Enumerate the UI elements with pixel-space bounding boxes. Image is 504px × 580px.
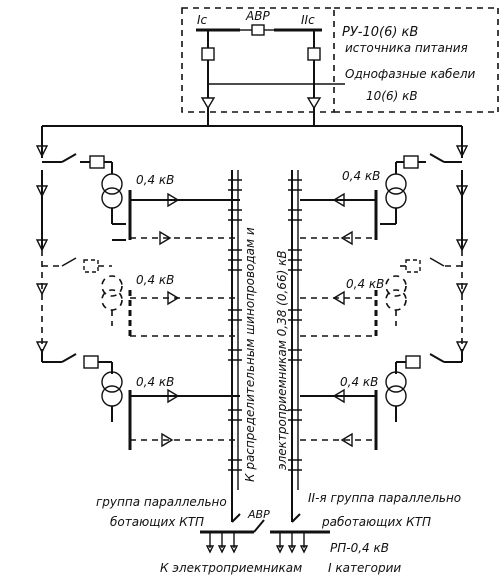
ru-label: РУ-10(6) кВ: [342, 25, 418, 40]
vertical-label-left: К распределительным шинопроводам и: [243, 227, 257, 482]
rp-04-section: [200, 490, 330, 554]
group2-line1: II-я группа параллельно: [308, 491, 461, 505]
footer-right: I категории: [328, 561, 401, 575]
group2-line2: работающих КТП: [321, 515, 431, 529]
voltage-left-3: 0,4 кВ: [136, 375, 174, 389]
voltage-left-2: 0,4 кВ: [136, 273, 174, 287]
cables-label: Однофазные кабели: [345, 67, 475, 81]
ktp-left-1: [42, 153, 240, 246]
avr-top-label: АВР: [245, 9, 270, 23]
ktp-left-2: [42, 257, 240, 340]
section-1-label: Iс: [197, 13, 208, 27]
ktp-left-3: [42, 353, 240, 450]
ktp-right-3: [300, 353, 462, 450]
ktp-right-2: [300, 257, 462, 340]
footer-left: К электроприемникам: [160, 561, 302, 575]
rp-label: РП-0,4 кВ: [330, 541, 389, 555]
section-2-label: IIс: [301, 13, 315, 27]
ring-cable: [35, 125, 469, 362]
ru-enclosure: [181, 7, 499, 113]
group1-line2: ботающих КТП: [110, 515, 204, 529]
ru-busbars: [196, 24, 345, 126]
source-label: источника питания: [345, 41, 468, 55]
vertical-label-right: электроприемникам 0,38 (0,66) кВ: [275, 250, 289, 470]
central-feeders: [228, 170, 302, 490]
voltage-right-3: 0,4 кВ: [340, 375, 378, 389]
voltage-right-1: 0,4 кВ: [342, 169, 380, 183]
cable-voltage-label: 10(6) кВ: [366, 89, 418, 103]
avr-bottom-label: АВР: [247, 508, 270, 521]
voltage-right-2: 0,4 кВ: [346, 277, 384, 291]
ktp-right-1: [300, 153, 462, 246]
avr-top-breaker: [251, 24, 265, 36]
group1-line1: группа параллельно: [96, 495, 227, 509]
voltage-left-1: 0,4 кВ: [136, 173, 174, 187]
